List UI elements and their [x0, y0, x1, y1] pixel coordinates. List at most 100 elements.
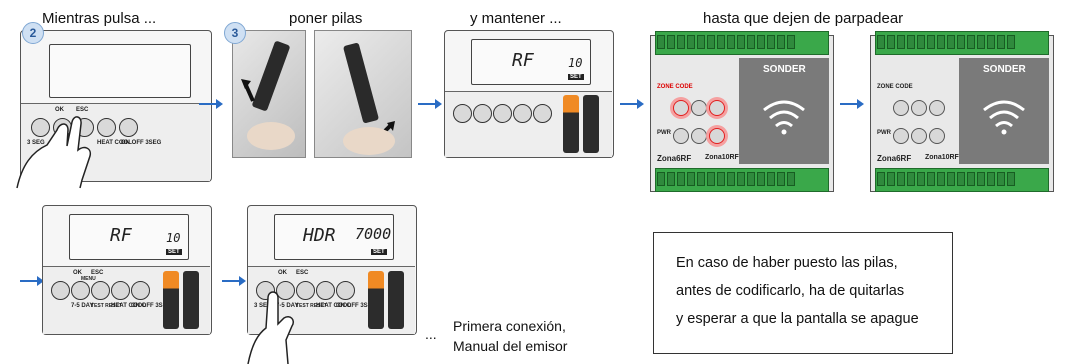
- button-esc: [493, 104, 512, 123]
- module-rf-panel: SONDER: [739, 58, 829, 164]
- zona10rf-label: Zona10RF: [705, 154, 739, 161]
- button-label-5: ON OFF 3SEG: [336, 303, 377, 309]
- battery-orange-icon: [163, 271, 179, 329]
- button-label-ok: OK: [55, 107, 64, 113]
- led-z2: [911, 100, 927, 116]
- button-label-3: TEST RESET: [296, 303, 327, 309]
- battery-photo-2-icon: [343, 42, 395, 155]
- led-z3: [709, 100, 725, 116]
- thermostat-button-panel-3: [445, 91, 612, 157]
- zone-code-label: ZONE CODE: [877, 84, 913, 90]
- button-ok: [473, 104, 492, 123]
- button-heart: [316, 281, 335, 300]
- button-label-menu: MENU: [81, 276, 96, 282]
- button-hand: [131, 281, 150, 300]
- lcd-hdr-text: HDR: [303, 225, 336, 246]
- button-heart: [513, 104, 532, 123]
- led-z6: [673, 128, 689, 144]
- pwr-label: PWR: [877, 130, 891, 136]
- module-brand: SONDER: [763, 64, 806, 75]
- button-label-esc: ESC: [76, 107, 89, 113]
- button-up-icon: [31, 118, 50, 137]
- caption-step4: hasta que dejen de parpadear: [703, 10, 904, 27]
- caption-step3: y mantener ...: [470, 10, 562, 27]
- caption-step1: Mientras pulsa ...: [42, 10, 157, 27]
- lcd-set-label: SET: [568, 74, 584, 80]
- button-label-esc: ESC: [91, 270, 104, 276]
- lcd-rf-value: 10: [166, 231, 181, 245]
- button-label-4: HEAT COOL: [316, 303, 351, 309]
- button-label-5: ON OFF 3SEG: [121, 140, 162, 146]
- led-z7: [911, 128, 927, 144]
- thermostat-screen-hdr: HDR 7000 SET: [274, 214, 394, 260]
- button-label-5: ON OFF 3SEG: [131, 303, 172, 309]
- led-z3: [929, 100, 945, 116]
- battery-black-icon: [583, 95, 599, 153]
- receiver-module-blinking: SONDER ZONE CODE PWR Zona6RF Zona10RF: [650, 31, 834, 192]
- led-z8: [709, 128, 725, 144]
- button-heart: [97, 118, 116, 137]
- battery-black-icon: [183, 271, 199, 329]
- led-z1: [893, 100, 909, 116]
- lcd-hdr-value: 7000: [355, 225, 392, 243]
- photo-battery-placed: [314, 30, 412, 158]
- step-number-2: 2: [22, 22, 44, 44]
- button-label-2: 7-5 DAY: [71, 303, 94, 309]
- led-z2: [691, 100, 707, 116]
- lcd-rf-text: RF: [512, 50, 534, 71]
- arrow-1-icon: [199, 99, 223, 109]
- zona6rf-label: Zona6RF: [877, 154, 912, 163]
- button-ok: [276, 281, 295, 300]
- button-ok: [71, 281, 90, 300]
- hand-pressing-icon-2: [247, 291, 295, 364]
- terminal-block-top: [655, 31, 829, 55]
- led-z6: [893, 128, 909, 144]
- hand-pressing-icon: [16, 116, 92, 189]
- arrow-2-icon: [418, 99, 442, 109]
- lcd-set-label: SET: [371, 249, 387, 255]
- arrow-5-icon: [20, 276, 44, 286]
- button-label-4: HEAT COOL: [97, 140, 132, 146]
- thermostat-step3: RF 10 SET: [444, 30, 614, 158]
- terminal-block-top: [875, 31, 1049, 55]
- thermostat-rf-2: RF 10 SET OK ESC MENU 7-5 DAY TEST RESET…: [42, 205, 212, 335]
- button-label-esc: ESC: [296, 270, 309, 276]
- button-esc: [91, 281, 110, 300]
- wifi-icon: [763, 100, 805, 135]
- info-line2: antes de codificarlo, ha de quitarlas: [676, 283, 905, 299]
- button-up-icon: [51, 281, 70, 300]
- button-label-ok: OK: [278, 270, 287, 276]
- pwr-label: PWR: [657, 130, 671, 136]
- module-rf-panel: SONDER: [959, 58, 1049, 164]
- battery-orange-icon: [368, 271, 384, 329]
- info-box: En caso de haber puesto las pilas, antes…: [653, 232, 953, 354]
- module-brand: SONDER: [983, 64, 1026, 75]
- lcd-set-label: SET: [166, 249, 182, 255]
- footer-line1: Primera conexión,: [453, 318, 566, 334]
- thermostat-button-panel-4: OK ESC MENU 7-5 DAY TEST RESET HEAT COOL…: [43, 266, 210, 334]
- thermostat-screen-rf-2: RF 10 SET: [69, 214, 189, 260]
- button-label-1: 3 SEG: [27, 140, 45, 146]
- caption-step2: poner pilas: [289, 10, 363, 27]
- footer-line2: Manual del emisor: [453, 338, 568, 354]
- zona10rf-label: Zona10RF: [925, 154, 959, 161]
- battery-orange-icon: [563, 95, 579, 153]
- thermostat-screen-rf: RF 10 SET: [471, 39, 591, 85]
- ellipsis-text: ...: [425, 326, 437, 342]
- battery-photo-icon: [241, 41, 295, 150]
- button-hand: [533, 104, 552, 123]
- button-label-3: TEST RESET: [91, 303, 122, 309]
- led-z8: [929, 128, 945, 144]
- lcd-rf-text: RF: [110, 225, 132, 246]
- thermostat-button-panel: OK ESC 3 SEG 7-5 DAY HEAT COOL ON OFF 3S…: [21, 103, 210, 181]
- thermostat-step1: OK ESC 3 SEG 7-5 DAY HEAT COOL ON OFF 3S…: [20, 30, 212, 182]
- led-z7: [691, 128, 707, 144]
- button-hand: [336, 281, 355, 300]
- lcd-rf-value: 10: [568, 56, 583, 70]
- photo-insert-batteries: [232, 30, 306, 158]
- receiver-module-steady: SONDER ZONE CODE PWR Zona6RF Zona10RF: [870, 31, 1054, 192]
- info-line1: En caso de haber puesto las pilas,: [676, 255, 898, 271]
- button-esc: [296, 281, 315, 300]
- led-z1: [673, 100, 689, 116]
- arrow-4-icon: [840, 99, 864, 109]
